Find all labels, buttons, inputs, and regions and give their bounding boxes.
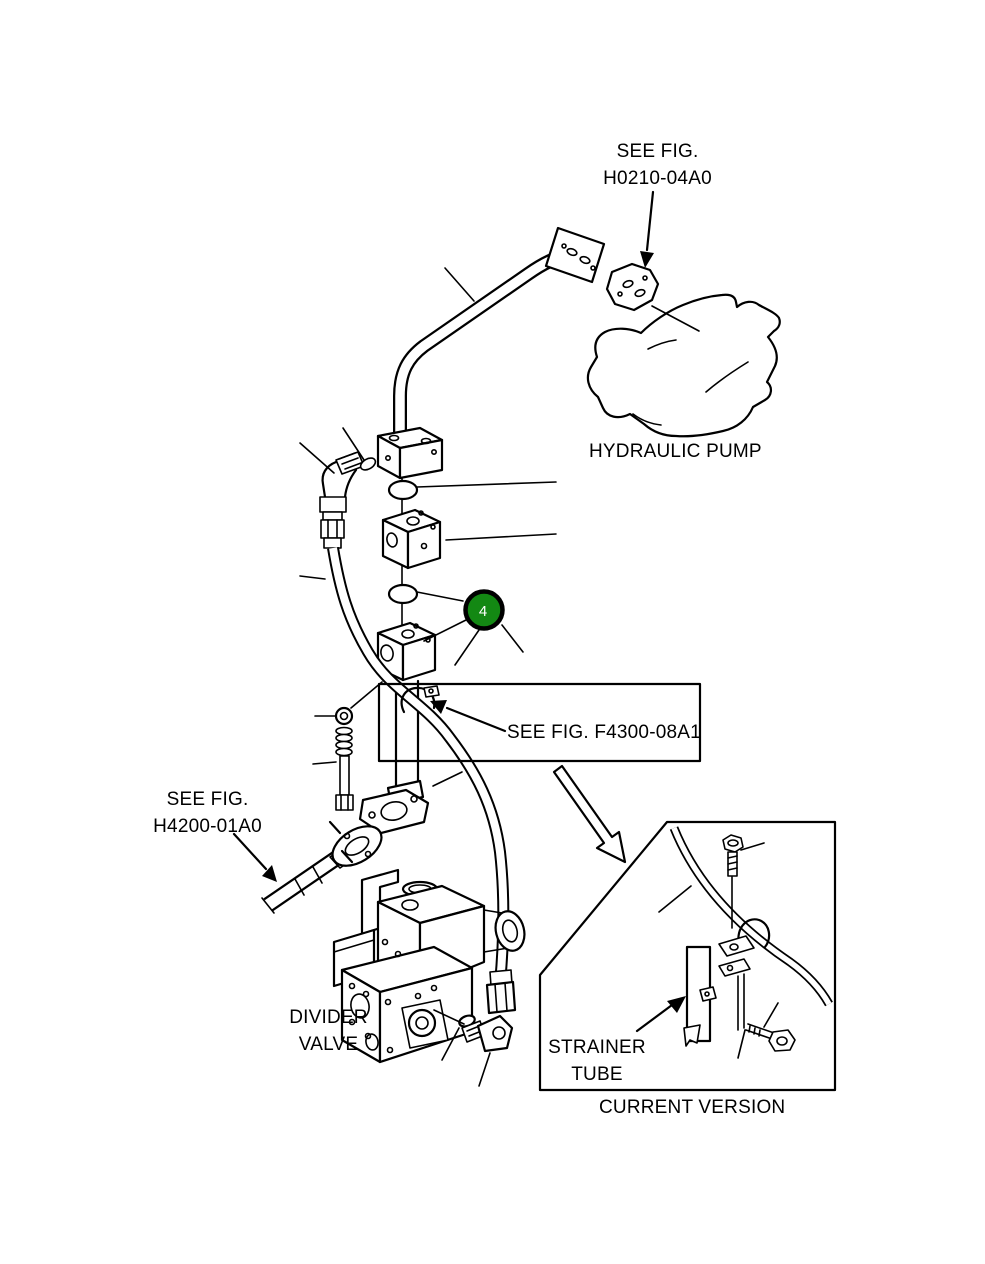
inset-tag-drawing <box>683 1024 701 1047</box>
inset-screw-drawing <box>745 1023 796 1052</box>
label-strainer-tube: STRAINER TUBE <box>538 1034 656 1088</box>
label-strainer-tube-line1: STRAINER <box>548 1037 646 1058</box>
label-strainer-tube-line2: TUBE <box>571 1064 623 1085</box>
pipe-flange-block-drawing <box>376 426 444 480</box>
o-ring-2-drawing <box>387 583 419 605</box>
label-see-fig-h4200-line2: H4200-01A0 <box>153 816 262 837</box>
bolt-with-spring-drawing <box>335 726 354 811</box>
suction-pipe-drawing <box>393 226 606 434</box>
strainer-tube-arrow <box>635 996 686 1033</box>
pump-mounting-flange-drawing <box>605 262 700 332</box>
hose-clamp-drawing <box>400 685 440 714</box>
label-divider-valve-line2: VALVE <box>298 1034 359 1055</box>
callout-4-circle[interactable] <box>463 589 505 631</box>
hose-end-fitting-bottom-drawing <box>485 969 517 1015</box>
label-see-fig-h0210-line1: SEE FIG. <box>616 141 699 162</box>
divider-valve-drawing <box>332 868 526 1064</box>
label-see-fig-h0210-line2: H0210-04A0 <box>603 168 712 189</box>
callout-4[interactable]: 4 <box>463 589 505 631</box>
inset-pointer-arrow <box>552 764 627 864</box>
vertical-tube-drawing <box>358 679 430 835</box>
hydraulic-pump-drawing <box>586 293 781 438</box>
elbow-fitting-bottom-drawing <box>461 1014 514 1053</box>
label-see-fig-h4200-line1: SEE FIG. <box>166 789 249 810</box>
hose-end-fitting-top-drawing <box>320 519 345 549</box>
f4300-reference-box <box>377 682 702 763</box>
main-hose-drawing <box>327 547 510 985</box>
leader-lines <box>299 267 557 1087</box>
label-current-version: CURRENT VERSION <box>599 1097 786 1118</box>
label-divider-valve: DIVIDER VALVE <box>281 1004 376 1058</box>
h4200-arrow <box>232 832 277 882</box>
strainer-tube-inset <box>538 820 837 1092</box>
inset-strainer-tube-drawing <box>685 945 717 1043</box>
label-see-fig-f4300: SEE FIG. F4300-08A1 <box>507 722 701 743</box>
inset-clamp-drawing <box>718 918 771 957</box>
h4200-hose-drawing <box>261 820 383 914</box>
inset-bolt-top-drawing <box>722 834 744 877</box>
inset-bracket-drawing <box>718 958 751 1031</box>
o-ring-1-drawing <box>387 479 419 501</box>
h0210-arrow <box>640 190 655 268</box>
label-see-fig-h0210: SEE FIG. H0210-04A0 <box>570 138 745 192</box>
label-hydraulic-pump: HYDRAULIC PUMP <box>589 441 762 462</box>
valve-block-1-drawing <box>381 508 442 570</box>
f4300-arrow <box>430 700 507 733</box>
label-divider-valve-line1: DIVIDER <box>289 1007 368 1028</box>
callout-4-number: 4 <box>479 603 487 620</box>
label-see-fig-h4200: SEE FIG. H4200-01A0 <box>140 786 275 840</box>
elbow-fitting-drawing <box>319 451 377 521</box>
washer-drawing <box>334 706 354 726</box>
